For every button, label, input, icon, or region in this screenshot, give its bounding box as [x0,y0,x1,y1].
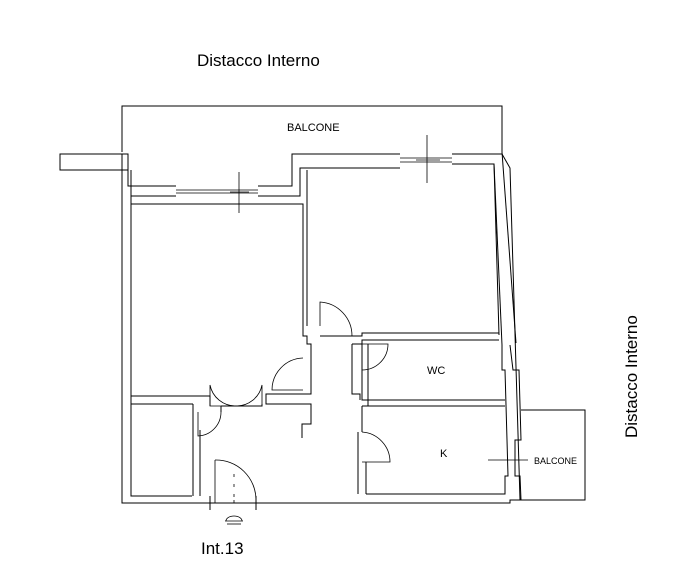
room-wc: WC [361,344,505,407]
right-balcony-label: BALCONE [534,456,577,466]
top-balcony-label: BALCONE [287,122,340,134]
window-left [176,172,258,213]
window-right [400,135,452,183]
right-distance-note: Distacco Interno [622,315,641,438]
doors [197,301,391,510]
outer-walls [121,151,522,504]
top-balcony: BALCONE [121,105,503,152]
room-right-bedroom [306,170,499,345]
corridor [192,336,361,438]
top-distance-note: Distacco Interno [197,51,320,70]
left-stub [59,153,129,171]
kitchen-label: K [440,448,448,460]
wc-label: WC [427,365,445,377]
right-balcony: BALCONE [521,409,586,501]
entrance-marker [225,474,243,525]
room-storage [192,412,201,496]
room-kitchen: K [357,406,528,494]
unit-label: Int.13 [201,539,244,558]
room-left-bedroom [131,203,308,406]
